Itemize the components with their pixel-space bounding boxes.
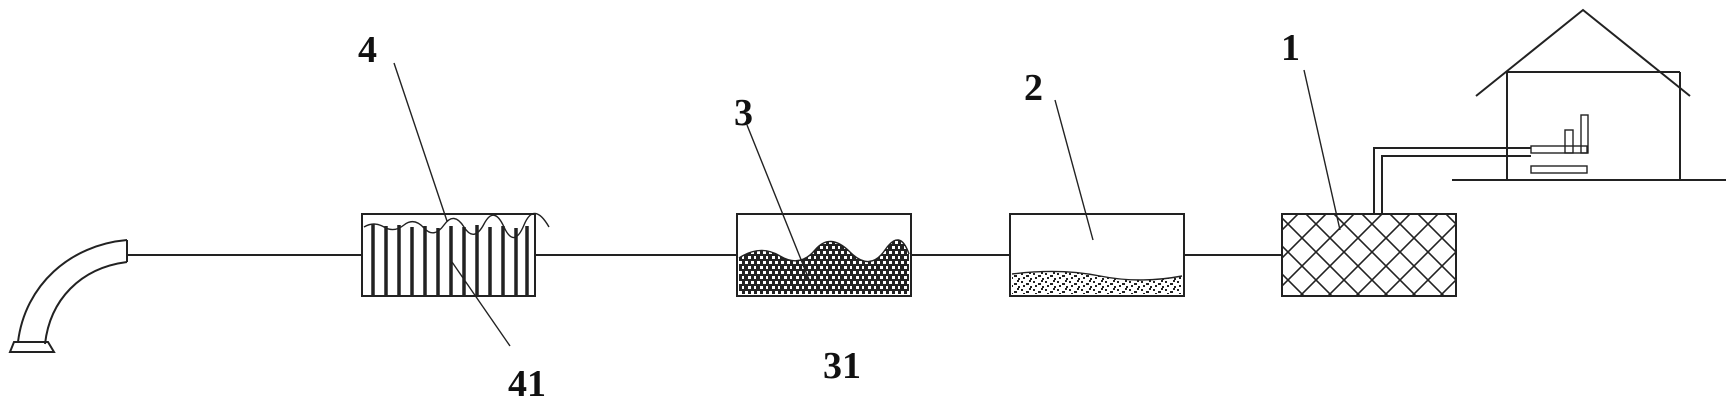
outlet-elbow-pipe	[8, 239, 128, 353]
leader-lines	[393, 62, 1341, 347]
label-1: 1	[1281, 27, 1300, 69]
unit-3-media-tank	[736, 213, 912, 297]
unit-2-sediment-tank	[1009, 213, 1185, 297]
house	[1373, 8, 1726, 214]
unit-4-plate-filter	[361, 212, 550, 297]
house-drain-fixture	[1530, 114, 1589, 174]
label-41: 41	[508, 363, 546, 405]
label-3: 3	[734, 92, 753, 134]
house-inlet-pipe	[1373, 147, 1531, 214]
label-2: 2	[1024, 67, 1043, 109]
unit-1-grid-tank	[1281, 213, 1457, 297]
label-4: 4	[358, 29, 377, 71]
label-31: 31	[823, 345, 861, 387]
